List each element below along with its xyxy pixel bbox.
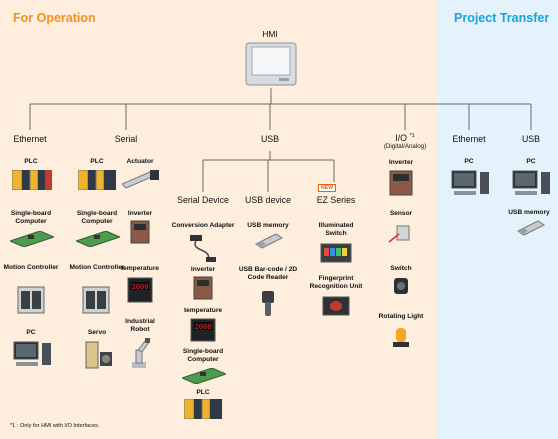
branch-pt-ethernet: Ethernet — [452, 134, 486, 144]
ser-temp-display: 2000 — [132, 283, 149, 291]
for-operation-title: For Operation — [13, 11, 96, 25]
sd-plc-icon — [184, 399, 222, 419]
eth-plc-label: PLC — [24, 158, 38, 165]
pt-usb-memory-icon — [517, 220, 545, 236]
eth-pc-icon — [13, 341, 51, 366]
hmi-icon — [245, 42, 297, 86]
sd-inverter-icon — [193, 276, 213, 300]
pt-usb-pc-label: PC — [526, 158, 536, 165]
usb-device: USB device — [245, 195, 291, 205]
sd-temp-display: 2000 — [195, 323, 212, 331]
io-light-label: Rotating Light — [378, 313, 424, 320]
new-badge: NEW — [318, 184, 337, 193]
sd-plc-label: PLC — [196, 389, 210, 396]
ser-servo-label: Servo — [87, 329, 107, 336]
pt-usb-pc-icon — [512, 170, 550, 195]
sd-temp-icon: 2000 — [190, 318, 216, 342]
branch-serial: Serial — [114, 134, 138, 144]
eth-motion-icon — [17, 286, 45, 314]
ud-barcode-icon — [262, 291, 274, 316]
ud-memory-label: USB memory — [247, 222, 289, 229]
ser-actuator-label: Actuator — [126, 158, 154, 165]
usb-serial-device: Serial Device — [177, 195, 229, 205]
for-operation-panel — [0, 0, 437, 439]
eth-plc-icon — [12, 170, 52, 190]
pt-eth-pc-label: PC — [464, 158, 474, 165]
usb-ez-series: EZ Series — [316, 195, 356, 205]
io-switch-icon — [394, 278, 408, 294]
branch-pt-usb: USB — [521, 134, 541, 144]
branch-usb: USB — [260, 134, 280, 144]
io-sensor-label: Sensor — [389, 210, 413, 217]
eth-sbc-icon — [10, 231, 54, 247]
eth-pc-label: PC — [26, 329, 36, 336]
ud-memory-icon — [255, 233, 283, 249]
io-sensor-icon — [388, 225, 410, 243]
ser-inverter-label: Inverter — [127, 210, 153, 217]
ser-temp-label: temperature — [120, 265, 160, 272]
ser-robot-icon — [132, 338, 150, 368]
io-switch-label: Switch — [390, 265, 412, 272]
ser-sbc-label: Single-board Computer — [76, 210, 118, 225]
project-transfer-title: Project Transfer — [454, 11, 550, 25]
branch-io-mark: *1 — [409, 133, 415, 139]
ez-switch-icon — [320, 243, 352, 263]
ser-plc-label: PLC — [90, 158, 104, 165]
ser-inverter-icon — [130, 220, 150, 244]
footnote: *1 : Only for HMI with I/O Interfaces. — [10, 423, 100, 429]
ez-switch-label: Illuminated Switch — [318, 222, 354, 237]
ser-robot-label: Industrial Robot — [125, 318, 155, 333]
ser-servo-icon — [85, 341, 112, 369]
eth-motion-label: Motion Controller — [3, 264, 59, 271]
ud-barcode-text: USB Bar-code / 2D Code Reader — [238, 266, 298, 281]
sd-adapter-icon — [190, 235, 216, 262]
ser-sbc-icon — [76, 231, 120, 247]
ser-motion-icon — [82, 286, 110, 314]
sd-sbc-icon — [182, 368, 226, 384]
ser-actuator-icon — [122, 170, 159, 189]
eth-sbc-label: Single-board Computer — [10, 210, 52, 225]
ez-finger-icon — [322, 296, 350, 316]
branch-io-sub: (Digital/Analog) — [383, 142, 427, 150]
ser-motion-label: Motion Controller — [69, 264, 125, 271]
io-light-icon — [393, 328, 409, 347]
pt-usb-memory-label: USB memory — [508, 209, 550, 216]
branch-io-label: I/O — [395, 132, 408, 143]
pt-eth-pc-icon — [451, 170, 489, 195]
branch-ethernet: Ethernet — [13, 134, 47, 144]
ser-plc-icon — [78, 170, 116, 190]
ser-temp-icon: 2000 — [127, 277, 153, 303]
io-inverter-label: Inverter — [388, 159, 414, 166]
ez-finger-label: Fingerprint Recognition Unit — [309, 275, 363, 290]
branch-io: I/O *1 (Digital/Analog) — [384, 133, 426, 150]
sd-adapter-label: Conversion Adapter — [171, 222, 235, 229]
ud-barcode-label: USB Bar-code / 2D Code Reader — [233, 266, 303, 281]
sd-inverter-label: Inverter — [190, 266, 216, 273]
hmi-label: HMI — [262, 29, 278, 39]
sd-sbc-label: Single-board Computer — [182, 348, 224, 363]
project-transfer-panel — [437, 0, 558, 439]
sd-temp-label: temperature — [183, 307, 223, 314]
io-inverter-icon — [389, 170, 413, 196]
